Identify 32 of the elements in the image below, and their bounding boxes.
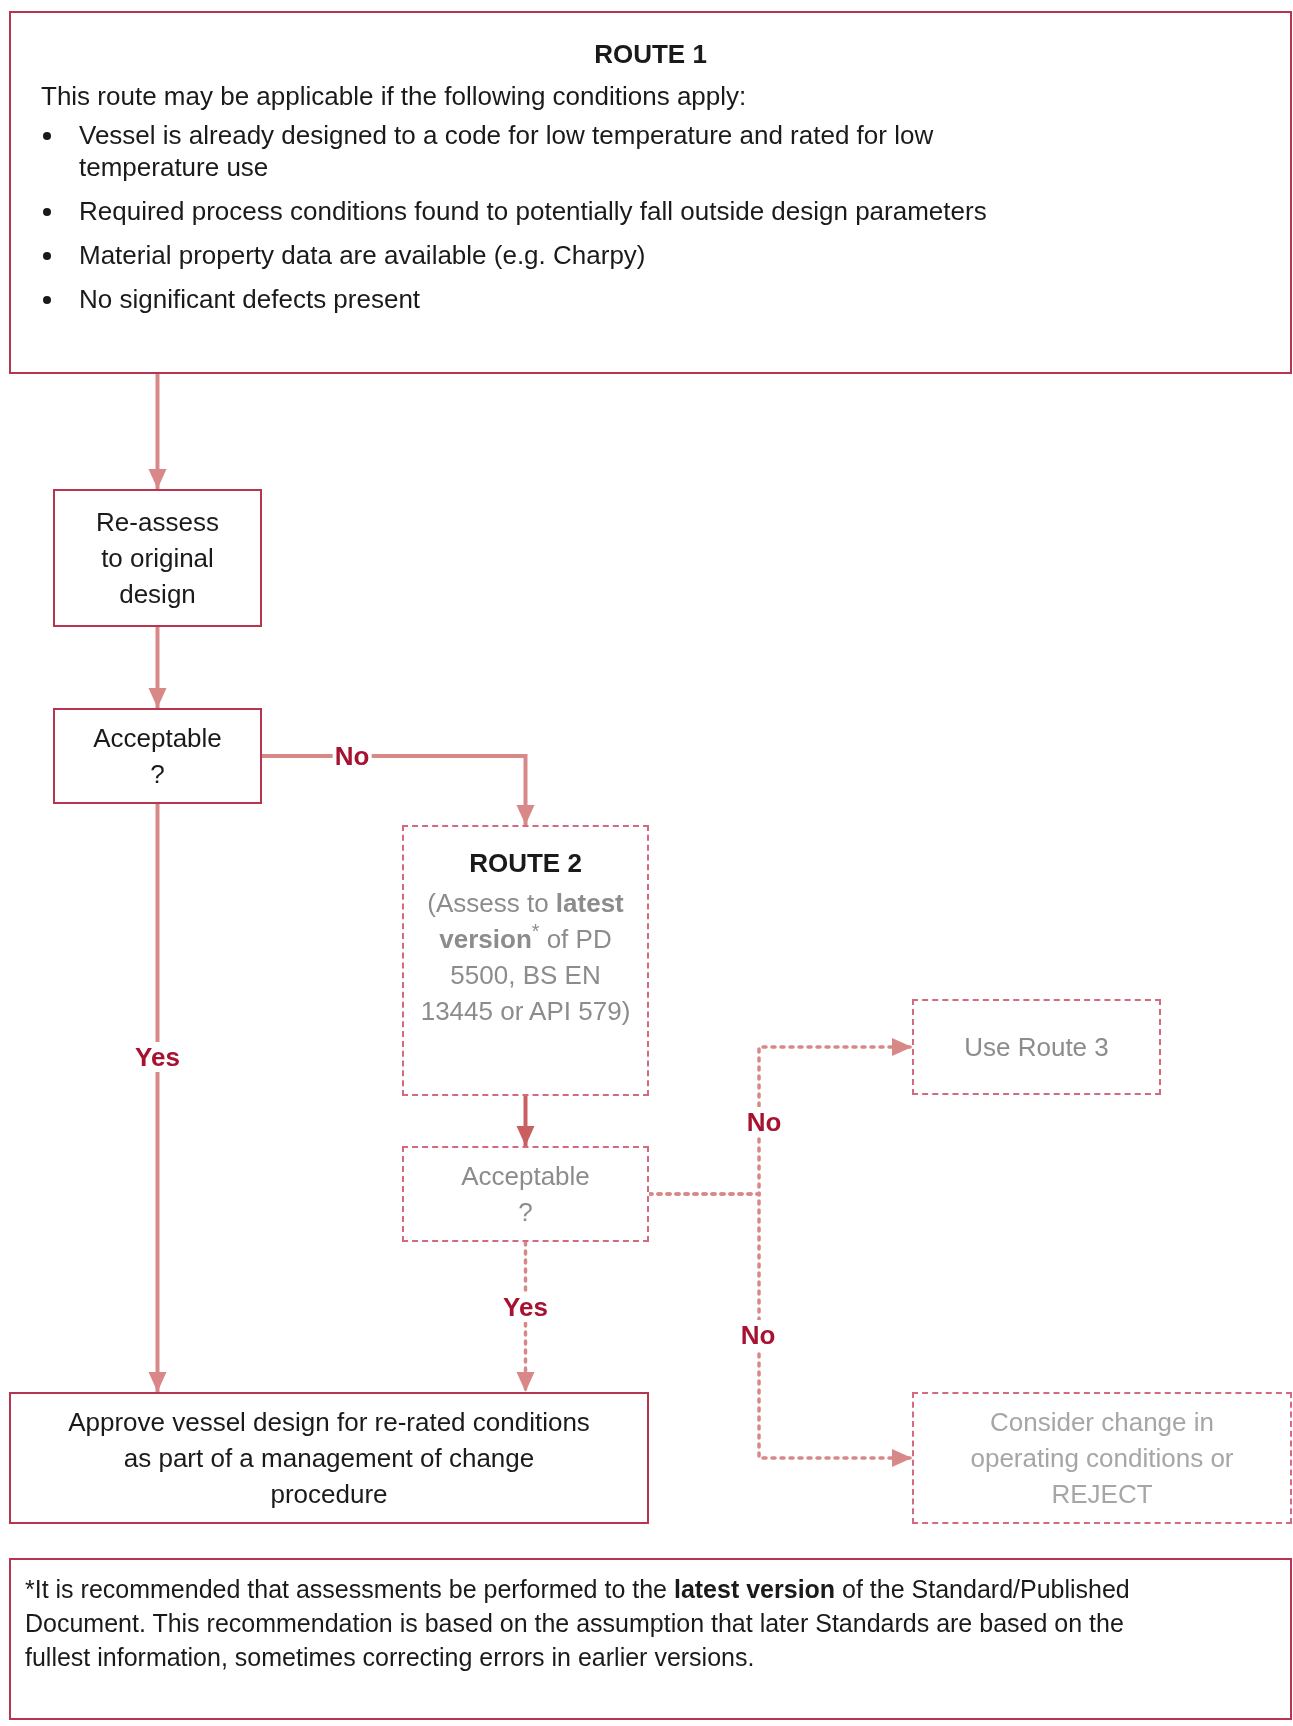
route-box — [9, 11, 1292, 374]
footnote-text: *It is recommended that assessments be performed to the latest version of the Standard/Published Document. This recommendation is based on the assumption that later Standards are based on the fullest information, sometimes correcting errors in earlier versions. — [25, 1574, 1131, 1673]
box-text: Consider change in operating conditions or REJECT — [969, 1406, 1235, 1511]
process-box — [53, 489, 262, 627]
box-text: Re-assess to original design — [95, 506, 220, 611]
process-box — [912, 1392, 1292, 1524]
box-text: Acceptable ? — [460, 1160, 591, 1229]
process-box — [402, 1146, 649, 1242]
edge-label: Yes — [133, 1042, 182, 1072]
arrow — [148, 804, 167, 1392]
footnote-box — [9, 1558, 1292, 1720]
box-text: Approve vessel design for re-rated conditions as part of a management of change procedure — [67, 1406, 591, 1511]
route-heading: ROUTE 1 — [593, 38, 708, 71]
intro-text: This route may be applicable if the following conditions apply: — [41, 80, 748, 113]
box-text: Acceptable ? — [92, 722, 223, 791]
condition-item: Vessel is already designed to a code for low temperature and rated for low temperature use — [79, 119, 935, 183]
edge-label: Yes — [501, 1292, 550, 1322]
arrow — [516, 1240, 535, 1394]
route-box — [402, 825, 649, 1096]
condition-item: Material property data are available (e.g. Charpy) — [79, 239, 646, 271]
arrow — [148, 627, 167, 708]
arrow — [516, 1096, 535, 1146]
box-text: Use Route 3 — [964, 1031, 1109, 1064]
process-box — [912, 999, 1161, 1095]
route-heading: ROUTE 2 — [469, 847, 582, 880]
arrow — [262, 754, 535, 825]
process-box — [9, 1392, 649, 1524]
process-box — [53, 708, 262, 804]
condition-item: Required process conditions found to potentially fall outside design parameters — [79, 195, 987, 227]
condition-item: No significant defects present — [79, 283, 421, 315]
route-description: (Assess to latest version$^{*}$ of PD 5500, BS EN 13445 or API 579) — [419, 887, 632, 1028]
arrow — [148, 374, 167, 489]
